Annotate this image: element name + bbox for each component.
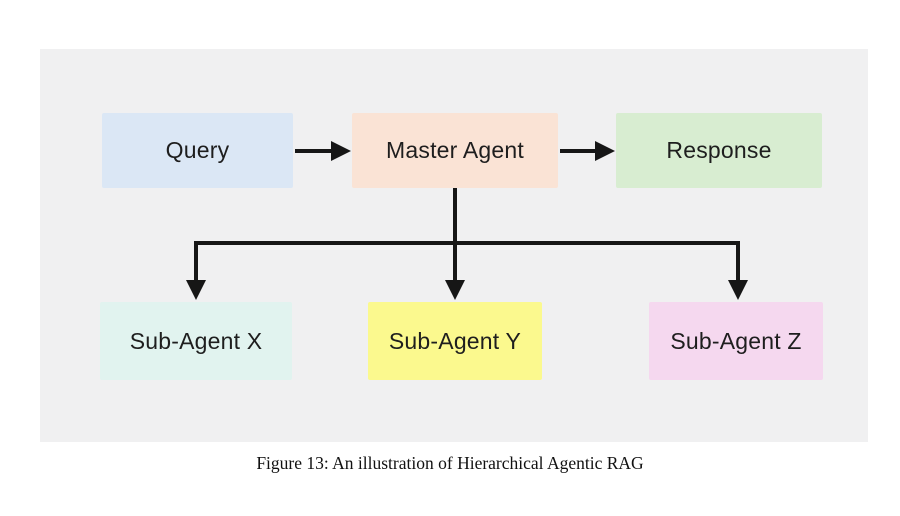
diagram-panel (40, 49, 868, 442)
node-master-agent-label: Master Agent (386, 137, 524, 163)
node-sub-agent-y-label: Sub-Agent Y (388, 327, 522, 354)
node-query: Query (102, 113, 293, 188)
node-sub-agent-y: Sub-Agent Y (368, 302, 542, 380)
node-query-label: Query (165, 137, 230, 163)
node-master-agent: Master Agent (352, 113, 558, 188)
node-response-label: Response (666, 137, 772, 163)
node-sub-agent-x: Sub-Agent X (100, 302, 292, 380)
node-sub-agent-x-label: Sub-Agent X (129, 327, 263, 354)
node-sub-agent-z: Sub-Agent Z (649, 302, 823, 380)
node-sub-agent-z-label: Sub-Agent Z (670, 327, 802, 354)
figure-caption: Figure 13: An illustration of Hierarchic… (256, 453, 644, 473)
node-response: Response (616, 113, 822, 188)
